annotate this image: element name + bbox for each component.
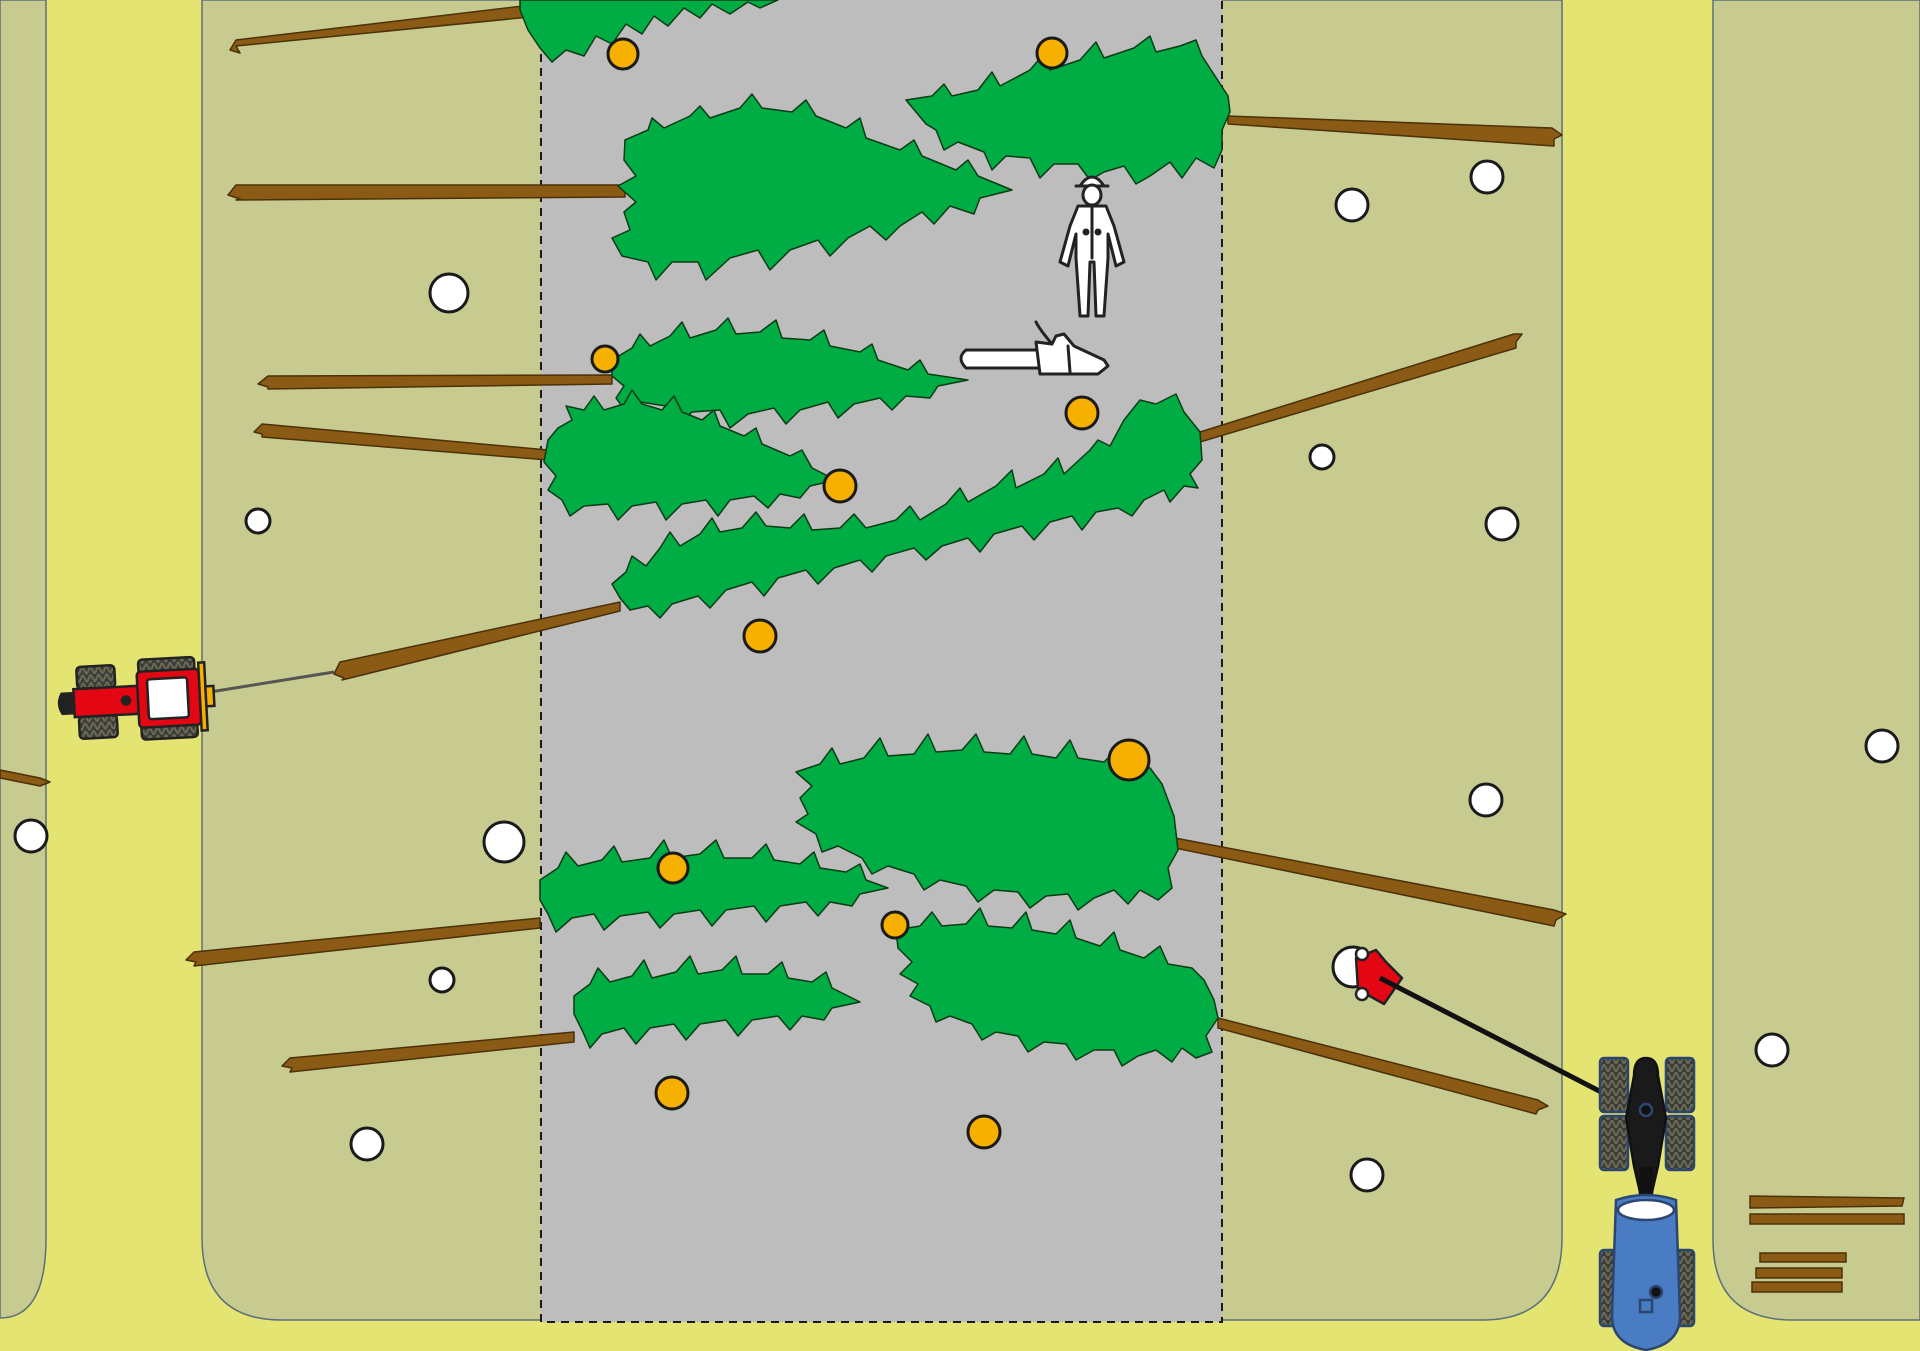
standing-tree: [484, 822, 524, 862]
standing-tree: [1866, 730, 1898, 762]
standing-tree: [430, 274, 468, 312]
stump: [656, 1077, 688, 1109]
standing-tree: [430, 968, 454, 992]
standing-tree: [1486, 508, 1518, 540]
standing-tree: [15, 820, 47, 852]
standing-tree: [1471, 161, 1503, 193]
stump: [1066, 397, 1098, 429]
stump: [1109, 740, 1149, 780]
stump: [968, 1116, 1000, 1148]
standing-tree: [351, 1128, 383, 1160]
standing-tree: [1756, 1034, 1788, 1066]
standing-tree: [1336, 189, 1368, 221]
stump: [1037, 38, 1067, 68]
standing-tree: [1470, 784, 1502, 816]
stand-area-left: [0, 0, 46, 1318]
stand-area-right: [1713, 0, 1920, 1320]
stem-2: [228, 185, 625, 200]
standing-tree: [1310, 445, 1334, 469]
stump: [658, 853, 688, 883]
standing-tree: [1351, 1159, 1383, 1191]
stump: [608, 39, 638, 69]
stump: [882, 912, 908, 938]
stump: [824, 470, 856, 502]
standing-tree: [246, 509, 270, 533]
stump: [744, 620, 776, 652]
stump: [592, 346, 618, 372]
